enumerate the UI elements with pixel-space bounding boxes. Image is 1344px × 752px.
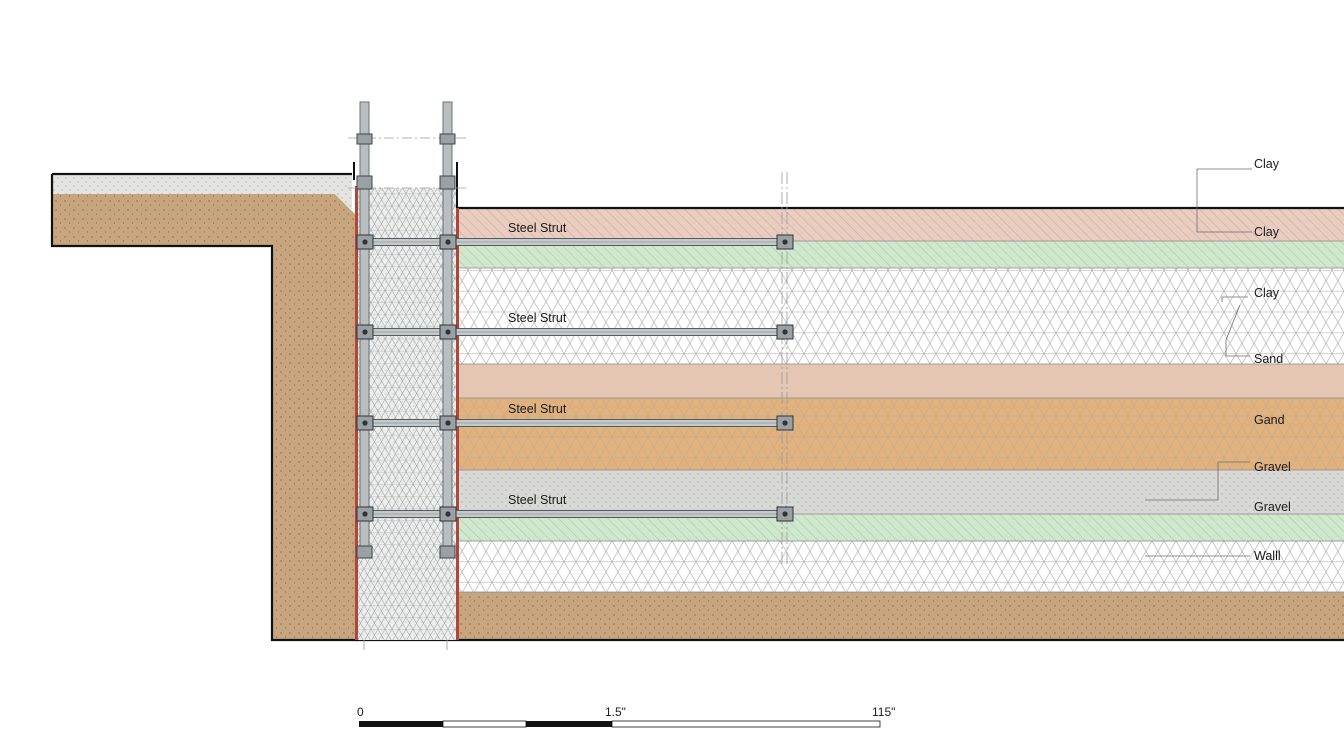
- bolt: [782, 239, 788, 245]
- layer-label: Walll: [1254, 549, 1281, 563]
- diaphragm-wall: [348, 101, 466, 650]
- soil-layers: [356, 206, 1344, 642]
- strut-label: Steel Strut: [508, 493, 567, 507]
- steel-strut: Steel Strut: [356, 311, 794, 340]
- scale-bar: 0 1.5" 115": [357, 705, 895, 728]
- scale-bar-segment-light: [442, 720, 527, 728]
- bolt: [362, 420, 368, 426]
- layer-label: Gravel: [1254, 500, 1291, 514]
- wall-left-face: [355, 186, 358, 640]
- bolt: [362, 511, 368, 517]
- steel-strut: Steel Strut: [356, 402, 794, 431]
- excavation-outline-left: [50, 174, 358, 642]
- scale-label-zero: 0: [357, 705, 364, 719]
- bolt: [445, 420, 451, 426]
- layer-label: Sand: [1254, 352, 1283, 366]
- layer-sand-pink: [458, 364, 1344, 398]
- layer-label: Clay: [1254, 286, 1280, 300]
- scale-label-mid: 1.5": [605, 705, 626, 719]
- layer-label: Gand: [1254, 413, 1285, 427]
- bolt: [782, 329, 788, 335]
- scale-bar-segment-dark: [359, 721, 443, 727]
- layer-base-soil-texture: [458, 592, 1344, 640]
- bolt: [362, 329, 368, 335]
- strut-label: Steel Strut: [508, 402, 567, 416]
- steel-strut: Steel Strut: [356, 493, 794, 522]
- layer-label: Clay: [1254, 157, 1280, 171]
- layer-sand-orange-pattern: [458, 398, 1344, 470]
- surface-gravel-texture: [52, 174, 352, 210]
- post-clamps: [356, 133, 456, 559]
- steel-strut: Steel Strut: [356, 221, 794, 250]
- layer-label: Clay: [1254, 225, 1280, 239]
- scale-label-end: 115": [872, 705, 895, 719]
- layer-clay-mid-pattern: [458, 268, 1344, 364]
- layer-clay-top-hatch: [458, 209, 1344, 241]
- clamp: [439, 175, 456, 190]
- bolt: [445, 329, 451, 335]
- strut-label: Steel Strut: [508, 311, 567, 325]
- layer-white-lower-pattern: [458, 541, 1344, 592]
- clamp: [356, 545, 373, 559]
- scale-bar-segment-light: [611, 720, 881, 728]
- layer-green-2-hatch: [458, 514, 1344, 541]
- clamp: [439, 133, 456, 145]
- bolt: [445, 239, 451, 245]
- layer-boundary-lines: [458, 240, 1344, 593]
- clamp: [356, 133, 373, 145]
- retained-soil: [50, 162, 358, 642]
- clamp: [439, 545, 456, 559]
- strut-label: Steel Strut: [508, 221, 567, 235]
- bolt: [782, 420, 788, 426]
- label-leader-lines: [1145, 168, 1252, 557]
- left-soil-mass-texture: [52, 194, 355, 640]
- wall-concrete-dots: [358, 188, 456, 640]
- bolt: [445, 511, 451, 517]
- layer-label: Gravel: [1254, 460, 1291, 474]
- scale-bar-segment-dark: [526, 721, 612, 727]
- layer-gravel-texture: [458, 470, 1344, 514]
- bolt: [362, 239, 368, 245]
- clamp: [356, 175, 373, 190]
- bolt: [782, 511, 788, 517]
